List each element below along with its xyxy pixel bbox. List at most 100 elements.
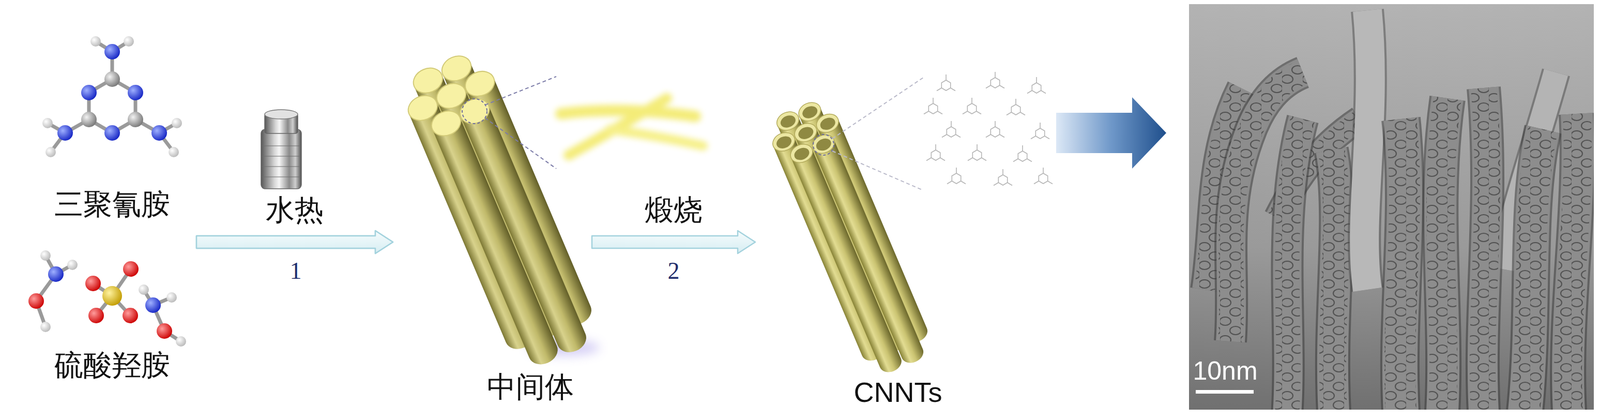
melamine-molecule xyxy=(42,36,182,158)
process-arrow xyxy=(591,230,756,254)
tube-outline xyxy=(1331,149,1337,410)
triazine-unit xyxy=(1030,122,1050,140)
figure-node: 硫酸羟胺 xyxy=(15,241,197,398)
hydroxylamine-sulfate-molecule xyxy=(28,250,187,347)
triazine-unit xyxy=(1006,98,1026,116)
hydrogen-atom xyxy=(175,336,187,347)
scale-bar xyxy=(1195,389,1254,394)
tube-wall xyxy=(1331,149,1337,410)
hydrogen-atom xyxy=(168,146,179,158)
hydrogen-atom xyxy=(171,117,182,129)
hydrogen-atom xyxy=(40,250,51,261)
tube-cells xyxy=(1399,118,1405,410)
fiber xyxy=(610,129,704,146)
tube-cells xyxy=(1567,113,1578,410)
tube-outline xyxy=(1525,129,1544,410)
bond-lines xyxy=(36,255,181,342)
zoom-circle xyxy=(462,98,487,124)
hydrogen-atom xyxy=(123,36,134,47)
figure-node: 中间体 xyxy=(392,31,592,414)
zoom-leader-lines xyxy=(832,77,924,191)
oxygen-atom xyxy=(123,261,139,277)
tube-cells xyxy=(1287,118,1303,410)
sulfur-atom xyxy=(102,285,123,306)
nitrogen-atom xyxy=(104,43,120,60)
process-condition: 水热 xyxy=(265,193,324,227)
tube-cells xyxy=(1331,149,1337,410)
triazine-unit xyxy=(923,97,943,115)
carbon-nitride-structure xyxy=(923,71,1053,186)
intermediate-rod-bundle xyxy=(395,45,605,375)
carbon-atom xyxy=(104,71,120,87)
step-number: 1 xyxy=(290,257,302,285)
triazine-unit xyxy=(1027,77,1046,94)
result-arrow xyxy=(1056,97,1167,169)
zoom-leader-lines xyxy=(484,76,557,169)
zoom-circle xyxy=(813,134,834,156)
tube-wall xyxy=(1525,129,1544,410)
side-bonds xyxy=(47,41,177,152)
figure-caption: CNNTs xyxy=(854,375,943,408)
oxygen-atom xyxy=(28,293,44,309)
triazine-unit xyxy=(1033,167,1053,185)
figure-node: CNNTs xyxy=(755,77,983,414)
tem-nanotubes xyxy=(1204,10,1578,410)
autoclave-lid xyxy=(264,109,298,119)
tube-cells xyxy=(1440,98,1448,410)
triazine-unit xyxy=(985,71,1005,89)
tube-outline xyxy=(1364,10,1371,290)
figure-node: 三聚氰胺 xyxy=(15,25,197,242)
tube-wall xyxy=(1399,118,1405,410)
oxygen-atom xyxy=(88,307,104,324)
triazine-unit xyxy=(936,74,956,91)
tube-wall xyxy=(1482,87,1488,410)
triazine-unit xyxy=(947,167,966,185)
hydrogen-atom xyxy=(45,146,56,158)
hydrogen-atom xyxy=(138,284,149,295)
figure-caption: 中间体 xyxy=(486,370,574,404)
nitrogen-atom xyxy=(145,297,161,313)
tube-wall xyxy=(1567,113,1578,410)
tube-outline xyxy=(1399,118,1405,410)
hydrogen-atom xyxy=(166,292,177,303)
nitrogen-atom xyxy=(127,84,144,101)
nitrogen-atom xyxy=(57,125,73,141)
bond-lines xyxy=(47,41,177,152)
nitrogen-atom xyxy=(104,125,120,141)
tube-wall xyxy=(1364,10,1371,290)
oxygen-atom xyxy=(85,275,101,292)
autoclave-body xyxy=(261,129,302,189)
step-number: 2 xyxy=(667,257,680,285)
triazine-unit xyxy=(985,120,1005,138)
hydrogen-atom xyxy=(67,259,78,270)
triazine-unit xyxy=(962,97,982,115)
rod xyxy=(456,94,591,357)
autoclave-icon xyxy=(261,109,302,189)
tube-wall xyxy=(1440,98,1448,410)
autoclave-grooves xyxy=(262,145,301,177)
carbon-atom xyxy=(127,111,144,128)
tube-outline xyxy=(1440,98,1448,410)
process-arrow xyxy=(196,230,393,254)
triazine-unit xyxy=(993,169,1013,186)
hydrogen-atom xyxy=(42,117,53,129)
cnnt-tube-bundle xyxy=(763,94,938,380)
hydrogen-atom xyxy=(90,36,101,47)
triazine-unit xyxy=(926,144,946,161)
carbon-atom xyxy=(81,111,97,128)
nitrogen-atom xyxy=(151,125,167,141)
nitrogen-atom xyxy=(81,84,97,101)
tube-cells xyxy=(1525,129,1544,410)
process-arrow xyxy=(196,230,393,254)
scale-bar-label: 10nm xyxy=(1192,356,1258,387)
figure-caption: 硫酸羟胺 xyxy=(54,348,171,382)
triazine-unit xyxy=(941,120,961,138)
oxygen-atom xyxy=(122,307,139,324)
tube-cells xyxy=(1482,87,1488,410)
nitrogen-atom xyxy=(48,266,64,282)
zoomed-fibers xyxy=(560,98,704,156)
tube-outline xyxy=(1287,118,1303,410)
tube-outline xyxy=(1567,113,1578,410)
process-condition: 煅烧 xyxy=(644,193,703,227)
